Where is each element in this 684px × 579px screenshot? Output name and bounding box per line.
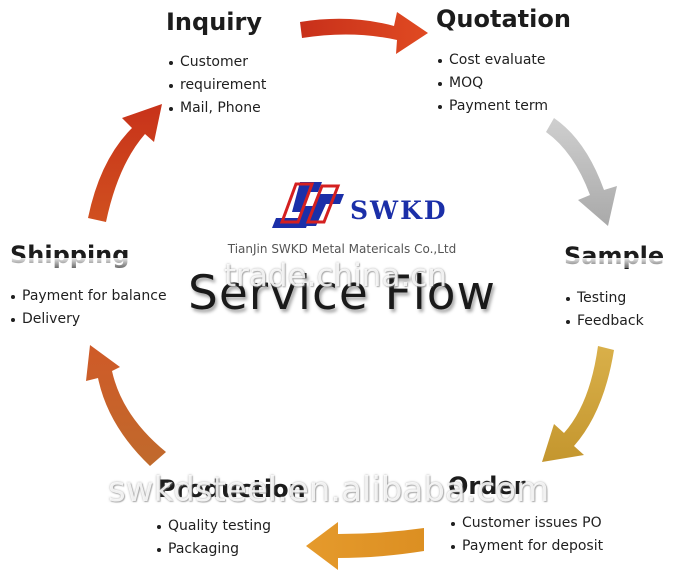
stage-items-production: Quality testing Packaging <box>156 515 271 561</box>
stage-items-shipping: Payment for balance Delivery <box>10 285 167 331</box>
stage-items-inquiry: Customer requirement Mail, Phone <box>168 51 266 120</box>
list-item: Payment term <box>437 95 548 118</box>
stage-items-quotation: Cost evaluate MOQ Payment term <box>437 49 548 118</box>
stage-items-sample: Testing Feedback <box>565 287 644 333</box>
stage-title-inquiry: Inquiry <box>166 8 262 36</box>
company-name: TianJin SWKD Metal Matericals Co.,Ltd <box>227 242 457 256</box>
list-item: Payment for balance <box>10 285 167 308</box>
arrow-order-to-production <box>306 522 424 570</box>
center-title: Service Flow <box>188 266 496 321</box>
arrow-production-to-shipping <box>86 345 166 466</box>
stage-title-quotation: Quotation <box>436 5 571 33</box>
list-item: MOQ <box>437 72 548 95</box>
list-item: Packaging <box>156 538 271 561</box>
logo-mark <box>272 182 344 228</box>
list-item: Delivery <box>10 308 167 331</box>
arrow-shipping-to-inquiry <box>88 104 162 222</box>
list-item: Feedback <box>565 310 644 333</box>
list-item: Mail, Phone <box>168 97 266 120</box>
stage-title-production: Production <box>158 475 306 503</box>
list-item: Testing <box>565 287 644 310</box>
stage-items-order: Customer issues PO Payment for deposit <box>450 512 603 558</box>
list-item: Quality testing <box>156 515 271 538</box>
stage-title-order: Order <box>448 472 526 500</box>
arrow-sample-to-order <box>542 346 614 462</box>
arrow-quotation-to-sample <box>546 118 617 226</box>
logo-text: SWKD <box>350 196 448 225</box>
watermark-top: trade.china.cn <box>224 258 447 294</box>
fade-band <box>0 258 684 268</box>
list-item: Cost evaluate <box>437 49 548 72</box>
list-item: Payment for deposit <box>450 535 603 558</box>
list-item: Customer issues PO <box>450 512 603 535</box>
list-item: Customer <box>168 51 266 74</box>
list-item: requirement <box>168 74 266 97</box>
arrow-inquiry-to-quotation <box>300 12 428 54</box>
watermark-bottom: swkdsteel.en.alibaba.com <box>108 470 550 510</box>
